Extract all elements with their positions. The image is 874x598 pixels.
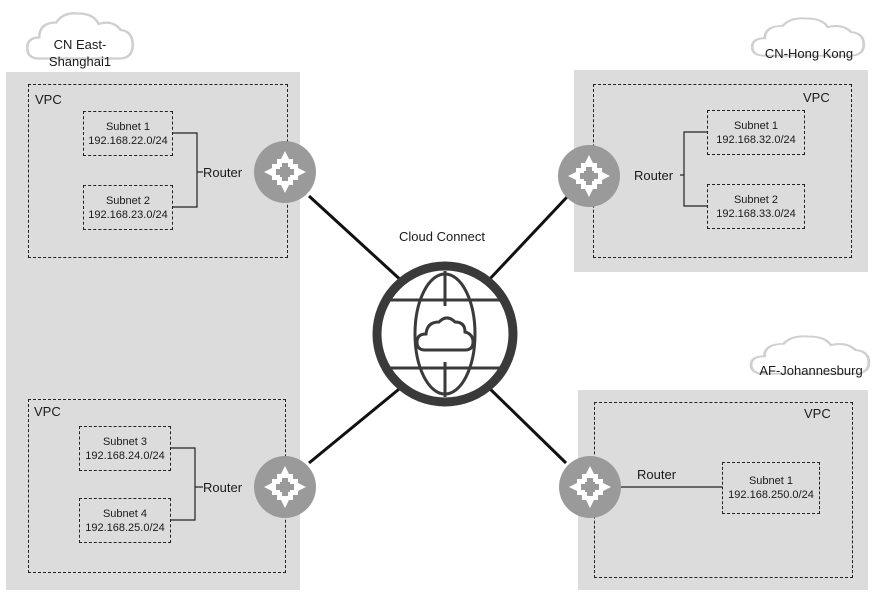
cloud-connect-label: Cloud Connect (399, 229, 485, 244)
region-name-line: CN East- (53, 37, 107, 52)
subnet-cidr: 192.168.33.0/24 (716, 208, 796, 220)
subnet-name: Subnet 2 (105, 195, 151, 207)
vpc-label: VPC (35, 92, 62, 107)
router-label: Router (203, 165, 243, 180)
vpc-label: VPC (34, 404, 61, 419)
subnet-box: Subnet 2 192.168.33.0/24 (707, 184, 805, 229)
vpc-label: VPC (803, 90, 830, 105)
subnet-name: Subnet 1 (105, 121, 151, 133)
globe-cloud-icon (372, 261, 518, 407)
subnet-cidr: 192.168.32.0/24 (716, 134, 796, 146)
router-label: Router (637, 467, 677, 482)
subnet-name: Subnet 3 (102, 436, 148, 448)
region-hongkong (574, 70, 868, 272)
subnet-box: Subnet 1 192.168.22.0/24 (83, 111, 173, 156)
subnet-name: Subnet 1 (748, 475, 794, 487)
region-name-johannesburg: AF-Johannesburg (759, 363, 863, 378)
subnet-cidr: 192.168.25.0/24 (85, 522, 165, 534)
subnet-box: Subnet 3 192.168.24.0/24 (79, 426, 171, 471)
subnet-name: Subnet 4 (102, 508, 148, 520)
vpc-label: VPC (804, 406, 831, 421)
region-name-shanghai: CN East- Shanghai1 (40, 36, 120, 70)
router-icon (254, 141, 316, 203)
subnet-box: Subnet 2 192.168.23.0/24 (83, 185, 173, 230)
router-icon (558, 145, 620, 207)
subnet-box: Subnet 1 192.168.250.0/24 (722, 462, 820, 514)
subnet-name: Subnet 2 (733, 194, 779, 206)
subnet-box: Subnet 1 192.168.32.0/24 (707, 110, 805, 155)
subnet-cidr: 192.168.22.0/24 (88, 135, 168, 147)
region-name-hongkong: CN-Hong Kong (764, 46, 854, 61)
subnet-cidr: 192.168.250.0/24 (728, 489, 814, 501)
router-icon (559, 456, 621, 518)
subnet-name: Subnet 1 (733, 120, 779, 132)
router-label: Router (203, 480, 243, 495)
region-name-line: Shanghai1 (48, 54, 112, 69)
subnet-cidr: 192.168.23.0/24 (88, 209, 168, 221)
router-icon (254, 456, 316, 518)
subnet-box: Subnet 4 192.168.25.0/24 (79, 498, 171, 543)
router-label: Router (634, 168, 674, 183)
subnet-cidr: 192.168.24.0/24 (85, 450, 165, 462)
